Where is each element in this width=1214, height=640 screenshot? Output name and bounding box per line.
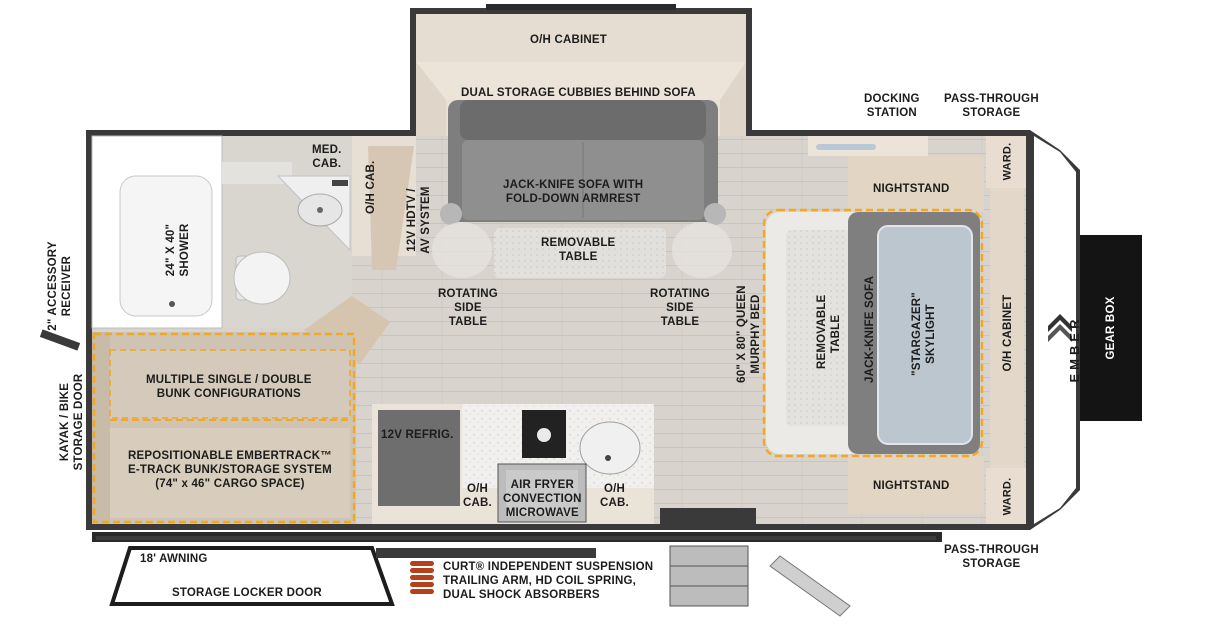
label-bunk-configurations: MULTIPLE SINGLE / DOUBLE BUNK CONFIGURAT… — [146, 374, 312, 400]
bed-highlight — [762, 208, 984, 458]
label-pass-through-storage-bottom: PASS-THROUGH STORAGE — [944, 544, 1039, 570]
label-embertrack-system: REPOSITIONABLE EMBERTRACK™ E-TRACK BUNK/… — [128, 450, 332, 490]
label-gear-box: GEAR BOX — [1105, 296, 1117, 360]
label-dual-storage-cubbies: DUAL STORAGE CUBBIES BEHIND SOFA — [461, 87, 696, 99]
jackknife-sofa-top — [440, 100, 726, 225]
entry-steps — [660, 508, 851, 617]
label-hdtv-av: 12V HDTV / AV SYSTEM — [406, 186, 432, 254]
label-stargazer-skylight: "STARGAZER" SKYLIGHT — [911, 292, 937, 376]
label-oh-cab-kitchen-right: O/H CAB. — [600, 483, 629, 509]
removable-table-top-shape — [494, 228, 666, 278]
label-murphy-bed: 60" X 80" QUEEN MURPHY BED — [736, 285, 762, 383]
label-ward-top: WARD. — [1001, 142, 1014, 181]
label-suspension: CURT® INDEPENDENT SUSPENSION TRAILING AR… — [443, 561, 654, 601]
label-docking-station: DOCKING STATION — [864, 93, 920, 119]
label-rotating-side-table-left: ROTATING SIDE TABLE — [438, 288, 498, 328]
label-oh-cab-bath: O/H CAB. — [365, 160, 377, 214]
label-pass-through-storage-top: PASS-THROUGH STORAGE — [944, 93, 1039, 119]
label-ward-bottom: WARD. — [1001, 477, 1014, 516]
label-shower: 24" X 40" SHOWER — [165, 223, 191, 277]
label-awning: 18' AWNING — [140, 553, 208, 565]
label-refrigerator: 12V REFRIG. — [381, 429, 454, 441]
gear-box — [1080, 235, 1142, 421]
shower-pan — [119, 175, 213, 317]
label-oh-cabinet-right: O/H CABINET — [1002, 294, 1014, 372]
ember-logo-icon — [1048, 314, 1072, 342]
murphy-bed-sofa — [762, 208, 984, 458]
label-rotating-side-table-right: ROTATING SIDE TABLE — [650, 288, 710, 328]
label-kayak-bike-door: KAYAK / BIKE STORAGE DOOR — [59, 373, 85, 471]
label-nightstand-top: NIGHTSTAND — [873, 183, 950, 195]
label-air-fryer-microwave: AIR FRYER CONVECTION MICROWAVE — [503, 479, 582, 519]
label-accessory-receiver: 2" ACCESSORY RECEIVER — [47, 241, 73, 331]
label-oh-cab-kitchen-left: O/H CAB. — [463, 483, 492, 509]
toilet-icon — [233, 251, 291, 305]
slide-oh-cabinet — [416, 14, 746, 62]
label-jackknife-sofa-side: JACK-KNIFE SOFA — [864, 275, 876, 383]
storage-locker-door — [109, 546, 395, 606]
label-nightstand-bottom: NIGHTSTAND — [873, 480, 950, 492]
bunk-highlight — [92, 332, 356, 524]
label-oh-cabinet-top: O/H CABINET — [530, 34, 607, 46]
label-med-cab: MED. CAB. — [312, 144, 342, 170]
label-jackknife-sofa-top: JACK-KNIFE SOFA WITH FOLD-DOWN ARMREST — [503, 179, 644, 205]
label-removable-table-top: REMOVABLE TABLE — [541, 237, 616, 263]
label-storage-locker-door: STORAGE LOCKER DOOR — [172, 587, 322, 599]
kitchen-sink-icon — [579, 421, 641, 475]
label-removable-table-side: REMOVABLE TABLE — [816, 294, 842, 369]
label-brand-ember: EMBER — [1067, 315, 1082, 383]
coil-spring-icon — [410, 561, 434, 594]
